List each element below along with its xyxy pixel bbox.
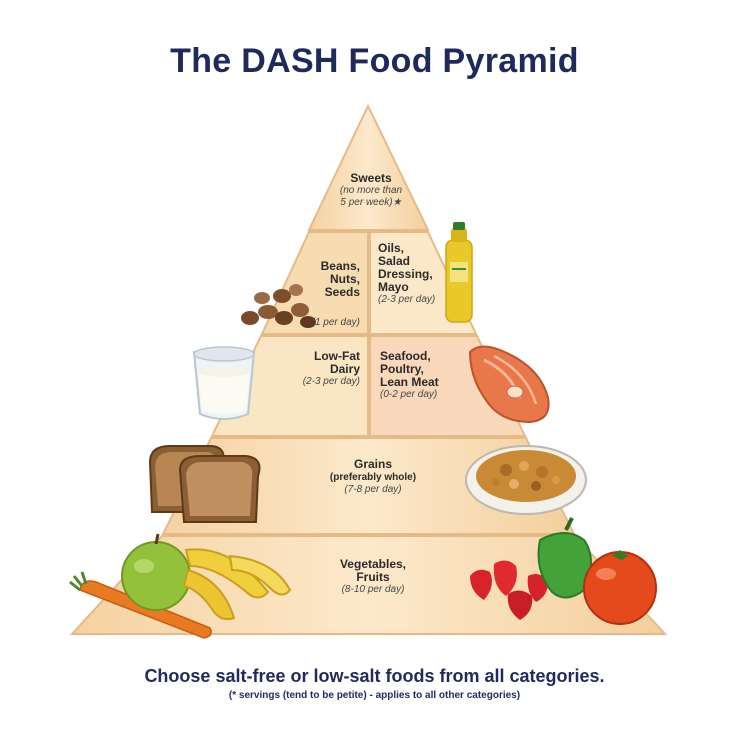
banana-icon: [182, 548, 292, 621]
salmon-steak-icon: [468, 345, 550, 424]
oils-name: Oils, Salad Dressing, Mayo: [378, 241, 433, 294]
seafood-label: Seafood, Poultry, Lean Meat (0-2 per day…: [380, 350, 470, 401]
grains-label: Grains (preferably whole) (7-8 per day): [308, 458, 438, 496]
oils-label: Oils, Salad Dressing, Mayo (2-3 per day): [378, 242, 448, 306]
sweets-label: Sweets (no more than 5 per week)★: [328, 172, 414, 209]
beans-serving: (1 per day): [311, 317, 360, 328]
vegetables-serving: (8-10 per day): [341, 584, 405, 595]
dairy-label: Low-Fat Dairy (2-3 per day): [272, 350, 360, 388]
dairy-name: Low-Fat Dairy: [314, 349, 360, 376]
sweets-name: Sweets: [350, 171, 392, 185]
grains-name: Grains: [353, 457, 392, 471]
vegetables-name: Vegetables, Fruits: [339, 557, 407, 584]
beans-label: Beans, Nuts, Seeds (1 per day): [300, 242, 360, 347]
page-title: The DASH Food Pyramid: [170, 42, 579, 80]
cereal-bowl-icon: [465, 445, 587, 515]
strawberries-icon: [470, 560, 548, 620]
dairy-serving: (2-3 per day): [302, 376, 360, 387]
tier-sweets: [307, 103, 430, 231]
oil-bottle-icon: [445, 222, 473, 323]
footer-main: Choose salt-free or low-salt foods from …: [144, 666, 605, 686]
pepper-icon: [537, 517, 592, 599]
carrot-icon: [69, 571, 212, 639]
bread-icon: [148, 445, 261, 523]
seafood-serving: (0-2 per day): [380, 389, 438, 400]
sweets-serving: (no more than 5 per week)★: [339, 185, 403, 208]
tomato-icon: [583, 550, 657, 625]
nuts-icon: [241, 284, 316, 328]
grains-qualifier: (preferably whole): [329, 472, 417, 483]
grains-serving: (7-8 per day): [344, 484, 402, 495]
milk-glass-icon: [192, 346, 256, 420]
seafood-name: Seafood, Poultry, Lean Meat: [380, 349, 439, 389]
footer-note: (* servings (tend to be petite) - applie…: [228, 690, 521, 701]
oils-serving: (2-3 per day): [378, 294, 436, 305]
vegetables-label: Vegetables, Fruits (8-10 per day): [318, 558, 428, 596]
beans-name: Beans, Nuts, Seeds: [320, 259, 360, 299]
